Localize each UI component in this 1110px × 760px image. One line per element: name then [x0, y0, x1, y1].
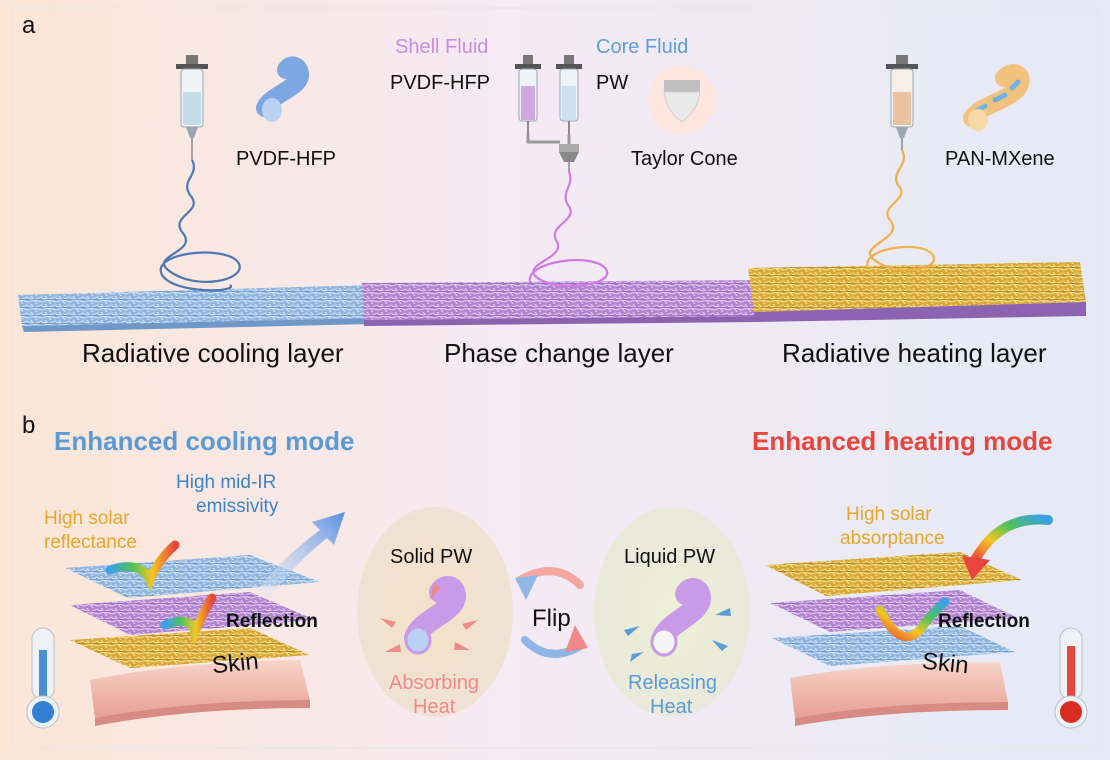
core-fluid-label: Core Fluid — [596, 36, 689, 58]
solar-ray-right-in — [970, 514, 1053, 565]
solar-ray-right-reflect — [875, 597, 950, 642]
flip-arrows — [515, 567, 588, 658]
spiral-jet-center — [528, 171, 609, 287]
syringe-right — [886, 55, 918, 150]
cooling-mode-title: Enhanced cooling mode — [54, 426, 355, 456]
pvdf-fiber-icon — [256, 56, 310, 122]
pw-label: PW — [596, 72, 629, 94]
coaxial-nozzle — [526, 135, 579, 172]
flip-label: Flip — [532, 605, 571, 632]
thermometer-cold-icon — [26, 627, 60, 729]
release-arrows — [624, 608, 731, 662]
taylor-cone-label: Taylor Cone — [631, 148, 738, 170]
absorbing-heat-line2: Heat — [413, 696, 456, 718]
spiral-jet-left — [159, 159, 241, 292]
taylor-cone-icon — [648, 66, 716, 134]
pvdf-hfp-left-label: PVDF-HFP — [236, 148, 336, 170]
pvdf-hfp-center-label: PVDF-HFP — [390, 72, 490, 94]
phase-change-fiber-mat — [362, 280, 760, 326]
shell-fluid-label: Shell Fluid — [395, 36, 489, 58]
solar-ray-left-reflect — [160, 593, 217, 646]
high-solar-absorptance-line1: High solar — [846, 504, 932, 525]
thermometer-hot-icon — [1054, 627, 1088, 729]
mid-ir-arrow — [255, 512, 345, 598]
spiral-jet-right — [866, 149, 936, 271]
reflection-left-label: Reflection — [226, 611, 318, 632]
liquid-pw-fiber-icon — [650, 578, 712, 657]
pan-mxene-fiber-icon — [963, 64, 1030, 131]
heating-stack — [765, 552, 1022, 726]
solid-pw-label: Solid PW — [390, 546, 473, 568]
heating-mode-title: Enhanced heating mode — [752, 426, 1053, 456]
panel-letter-b: b — [22, 412, 36, 439]
phase-change-layer-title: Phase change layer — [444, 338, 674, 368]
high-midir-line2: emissivity — [196, 496, 279, 517]
high-midir-line1: High mid-IR — [176, 472, 277, 493]
high-solar-reflectance-line1: High solar — [44, 508, 130, 529]
heating-fiber-mat — [748, 262, 1086, 322]
skin-right-label: Skin — [920, 647, 971, 680]
solid-pw-fiber-icon — [404, 576, 467, 655]
pan-mxene-label: PAN-MXene — [945, 148, 1055, 170]
heating-layer-title: Radiative heating layer — [782, 338, 1047, 368]
absorbing-heat-line1: Absorbing — [389, 672, 480, 694]
reflection-right-label: Reflection — [938, 611, 1030, 632]
syringe-core — [556, 55, 582, 135]
cooling-fiber-mat — [18, 285, 372, 332]
releasing-heat-line2: Heat — [650, 696, 693, 718]
releasing-heat-line1: Releasing — [628, 672, 717, 694]
absorb-arrows — [380, 584, 478, 652]
solar-ray-left-in — [105, 540, 180, 591]
solar-ray-right-head — [962, 556, 990, 580]
liquid-pw-bubble — [594, 507, 750, 717]
panel-letter-a: a — [22, 12, 36, 39]
liquid-pw-label: Liquid PW — [624, 546, 716, 568]
high-solar-reflectance-line2: reflectance — [44, 532, 137, 553]
cooling-layer-title: Radiative cooling layer — [82, 338, 344, 368]
high-solar-absorptance-line2: absorptance — [840, 528, 945, 549]
syringe-shell — [515, 55, 541, 135]
syringe-left — [176, 55, 208, 160]
skin-left-label: Skin — [210, 647, 260, 680]
